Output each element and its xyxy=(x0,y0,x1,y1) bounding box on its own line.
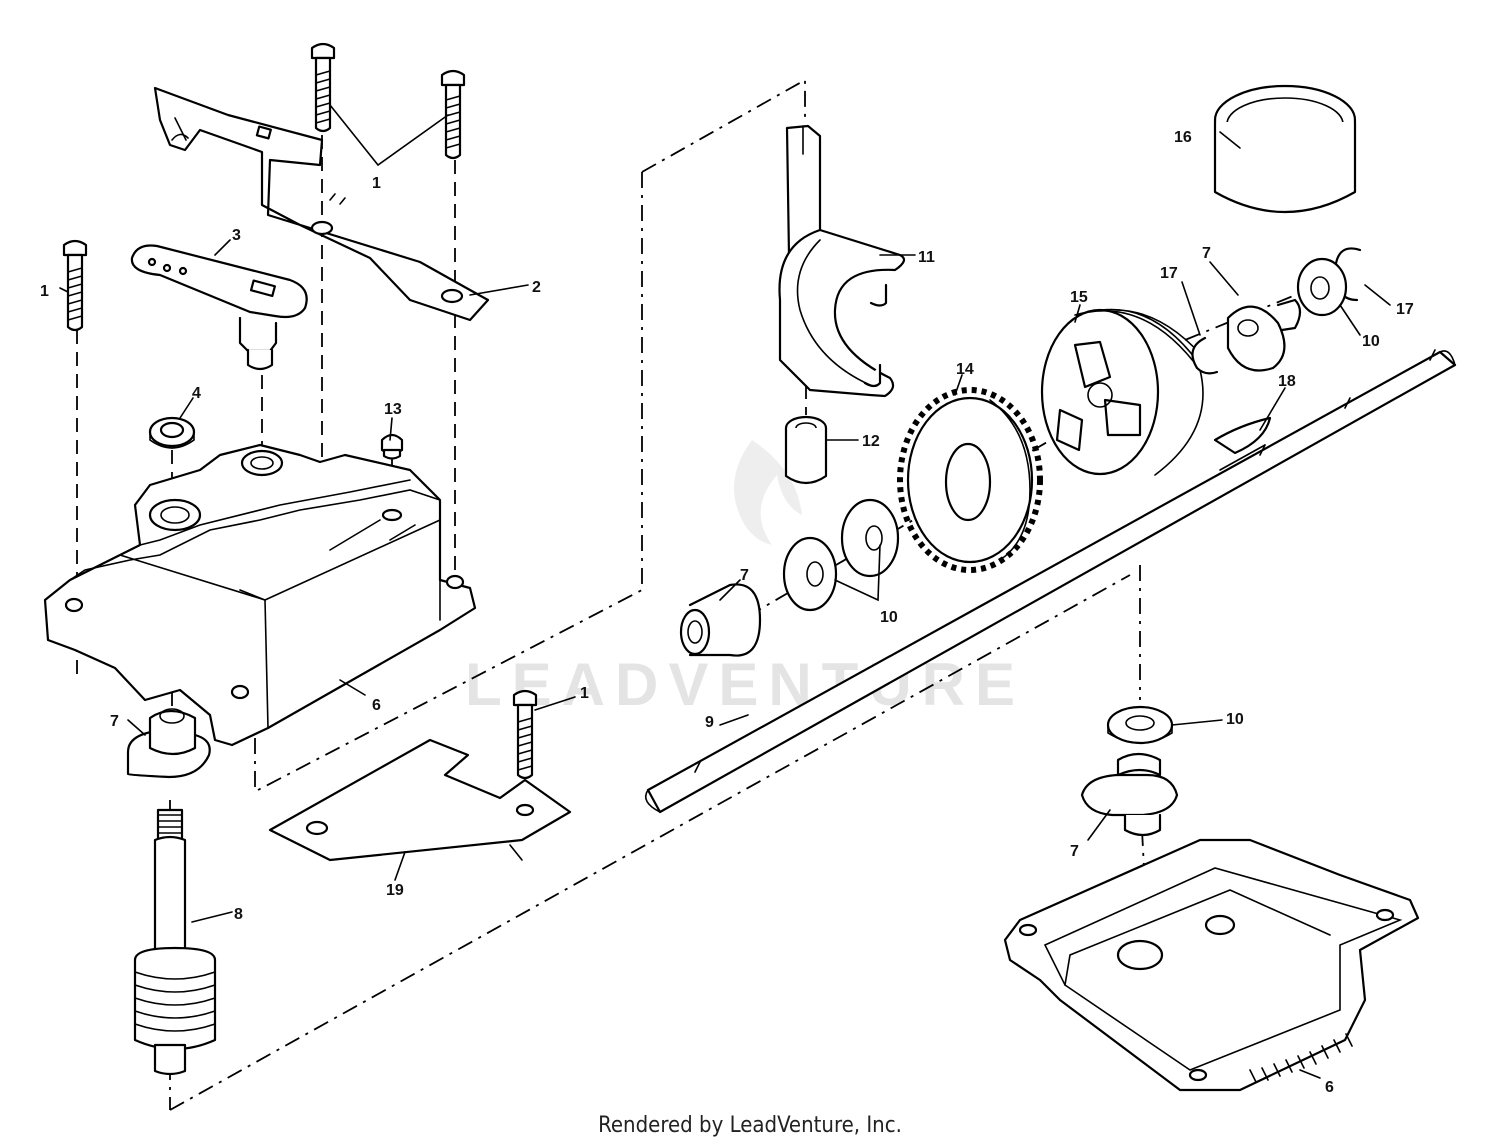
callout-9: 9 xyxy=(705,714,714,731)
callout-7-left: 7 xyxy=(110,713,119,730)
bushing-left xyxy=(126,708,211,779)
callout-1-bottom: 1 xyxy=(580,685,589,702)
callout-10-right: 10 xyxy=(1362,333,1380,350)
plug-13 xyxy=(380,433,404,460)
washers-pair xyxy=(782,498,900,612)
callout-13: 13 xyxy=(384,401,402,418)
bolt-left xyxy=(62,239,88,332)
credit-text: Rendered by LeadVenture, Inc. xyxy=(598,1113,902,1138)
bolt-top-right xyxy=(440,69,466,160)
callout-19: 19 xyxy=(386,882,404,899)
callout-14: 14 xyxy=(956,361,974,378)
callout-16: 16 xyxy=(1174,129,1192,146)
watermark-text: LEADVENTURE xyxy=(465,651,1025,718)
shaft-9 xyxy=(644,349,1457,814)
callout-1-left: 1 xyxy=(40,283,49,300)
callout-7-base: 7 xyxy=(1070,843,1079,860)
callout-17-a: 17 xyxy=(1160,265,1178,282)
sleeve-16 xyxy=(1213,84,1357,213)
top-bracket xyxy=(153,86,490,322)
callout-11: 11 xyxy=(918,249,935,266)
callout-10-base: 10 xyxy=(1226,711,1244,728)
bolt-bottom xyxy=(512,689,538,780)
callout-4: 4 xyxy=(192,385,201,402)
callout-10-pair: 10 xyxy=(880,609,898,626)
washer-4 xyxy=(148,416,196,449)
lever-arm xyxy=(130,244,308,371)
washer-base xyxy=(1106,705,1174,745)
washer-right xyxy=(1296,257,1348,317)
plate-19 xyxy=(268,738,572,862)
callout-7-right: 7 xyxy=(1202,245,1211,262)
callout-3: 3 xyxy=(232,227,241,244)
callout-2: 2 xyxy=(532,279,541,296)
callout-6-case: 6 xyxy=(372,697,381,714)
gear-case-upper xyxy=(43,443,477,747)
gear-case-lower xyxy=(1003,838,1420,1092)
callouts: 1 1 1 2 3 4 13 6 7 8 19 9 7 10 11 12 14 … xyxy=(40,129,1414,1096)
worm-shaft xyxy=(133,808,217,1076)
callout-18: 18 xyxy=(1278,373,1296,390)
clutch-15 xyxy=(1040,308,1211,476)
bolts xyxy=(62,42,538,780)
bolt-top-middle xyxy=(310,42,336,133)
key-18 xyxy=(1213,416,1272,455)
callout-17-b: 17 xyxy=(1396,301,1414,318)
bushing-right xyxy=(1226,298,1302,372)
watermark: LEADVENTURE xyxy=(465,440,1025,718)
shift-fork xyxy=(778,124,906,398)
spacer-12 xyxy=(784,415,828,485)
callout-7-shaft: 7 xyxy=(740,567,749,584)
callout-12: 12 xyxy=(862,433,880,450)
bushing-base xyxy=(1080,752,1179,837)
callout-6-base: 6 xyxy=(1325,1079,1334,1096)
leader-lines xyxy=(59,104,1391,1079)
callout-1-top: 1 xyxy=(372,175,381,192)
gear-14 xyxy=(897,387,1043,573)
callout-15: 15 xyxy=(1070,289,1088,306)
callout-8: 8 xyxy=(234,906,243,923)
flange-bushing-shaft xyxy=(679,583,762,657)
